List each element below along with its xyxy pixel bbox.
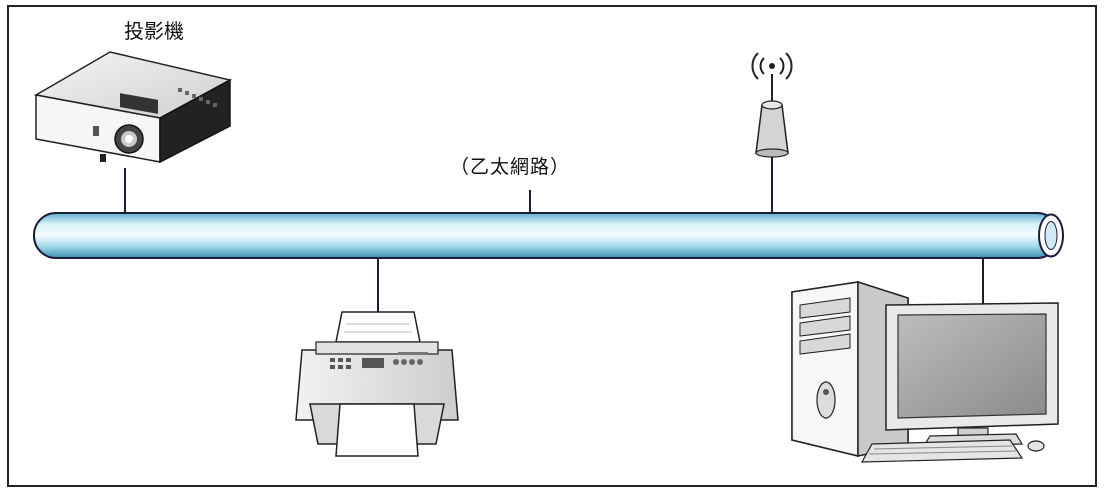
ethernet-cable xyxy=(33,212,1064,259)
printer-icon xyxy=(295,311,459,457)
keyboard-icon xyxy=(860,439,1024,463)
access-point-icon xyxy=(755,63,789,158)
projector-icon xyxy=(33,51,233,164)
connector-lines xyxy=(124,153,984,312)
wireless-signal-icon xyxy=(751,52,793,80)
projector-label: 投影機 xyxy=(124,19,184,43)
ethernet-network-label: （乙太網路） xyxy=(450,156,571,178)
mouse-icon xyxy=(1027,440,1045,452)
monitor-icon xyxy=(885,302,1059,447)
